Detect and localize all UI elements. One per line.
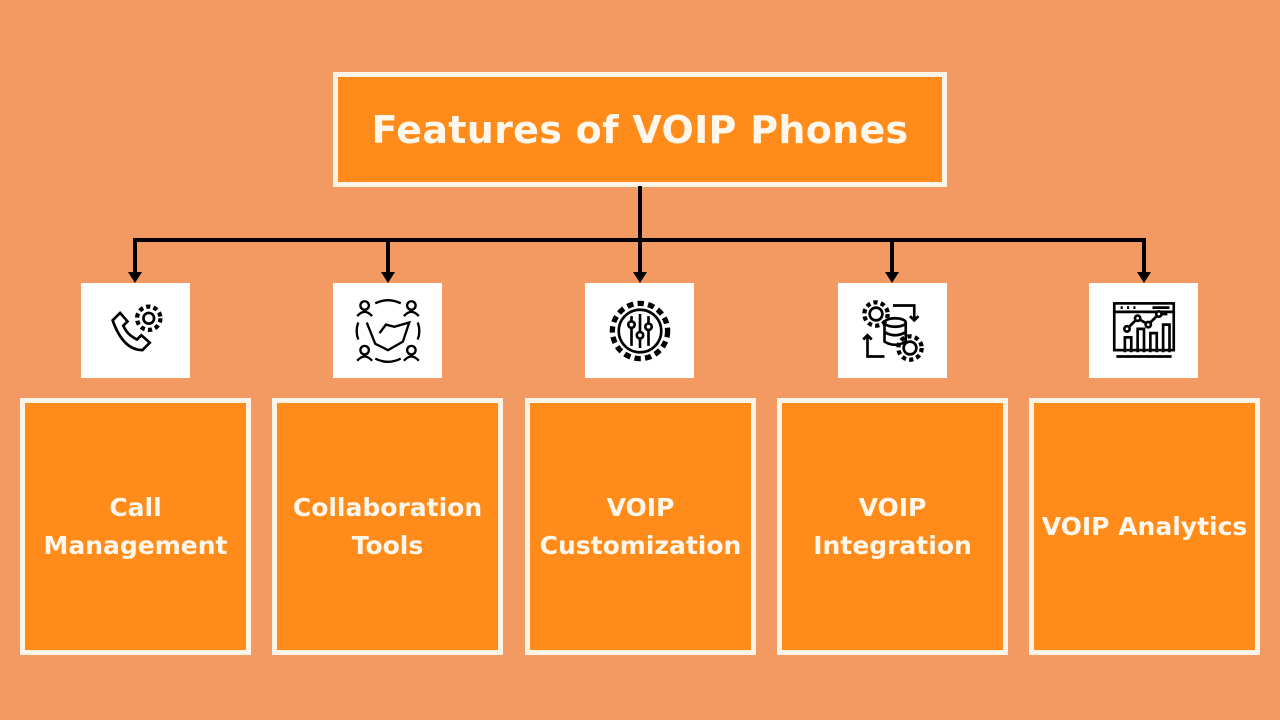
- title-box: Features of VOIP Phones: [333, 72, 947, 187]
- arrow-head: [381, 272, 395, 283]
- icon-box-voip-customization: [585, 283, 694, 378]
- database-gears-icon: [861, 299, 924, 362]
- arrow-head: [128, 272, 142, 283]
- feature-label: VOIP Analytics: [1041, 511, 1248, 541]
- feature-card-voip-integration: VOIP Integration: [777, 398, 1008, 655]
- arrow-head: [1137, 272, 1151, 283]
- icon-box-voip-analytics: [1089, 283, 1198, 378]
- diagram-title: Features of VOIP Phones: [371, 107, 909, 152]
- connector-branch: [133, 240, 137, 274]
- connector-trunk: [638, 186, 642, 241]
- connector-branch: [1142, 240, 1146, 274]
- feature-label: Collaboration Tools: [292, 492, 483, 560]
- connector-branch: [638, 240, 642, 274]
- connector-branch: [386, 240, 390, 274]
- feature-label: Call Management: [43, 492, 228, 560]
- feature-label: VOIP Integration: [813, 492, 972, 560]
- analytics-dashboard-icon: [1112, 301, 1175, 358]
- feature-card-collaboration-tools: Collaboration Tools: [272, 398, 503, 655]
- gear-sliders-icon: [609, 300, 670, 361]
- icon-box-voip-integration: [838, 283, 947, 378]
- arrow-head: [885, 272, 899, 283]
- icon-box-collaboration-tools: [333, 283, 442, 378]
- phone-gear-icon: [110, 303, 163, 351]
- handshake-team-icon: [354, 298, 421, 363]
- feature-label: VOIP Customization: [539, 492, 742, 560]
- arrow-head: [633, 272, 647, 283]
- feature-card-call-management: Call Management: [20, 398, 251, 655]
- connector-branch: [890, 240, 894, 274]
- icon-box-call-management: [81, 283, 190, 378]
- feature-card-voip-customization: VOIP Customization: [525, 398, 756, 655]
- feature-card-voip-analytics: VOIP Analytics: [1029, 398, 1260, 655]
